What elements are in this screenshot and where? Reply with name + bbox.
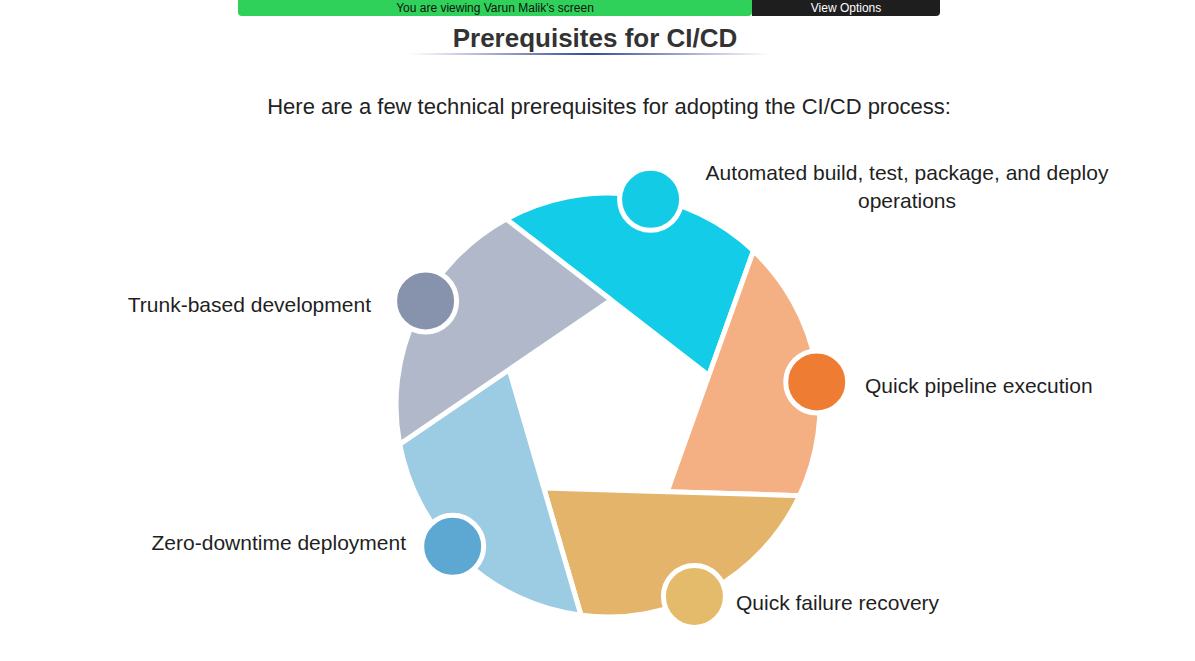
slide-title: Prerequisites for CI/CD — [453, 23, 738, 53]
options-button — [752, 0, 940, 16]
share-banner-text: You are viewing Varun Malik's screen — [396, 1, 594, 15]
options-button-text: View Options — [811, 1, 881, 15]
slide-subtitle: Here are a few technical prerequisites f… — [267, 94, 951, 120]
ring-dot — [786, 351, 848, 413]
prerequisite-item: Automated build, test, package, and depl… — [700, 159, 1115, 215]
prerequisite-label: Quick failure recovery — [736, 589, 939, 617]
ring-dot — [395, 270, 457, 332]
prerequisite-label: Automated build, test, package, and depl… — [700, 159, 1115, 215]
prerequisite-label: Trunk-based development — [128, 291, 371, 319]
title-underline — [410, 53, 770, 55]
prerequisite-item: Quick failure recovery — [736, 589, 939, 617]
share-banner — [238, 0, 752, 16]
prerequisite-item: Trunk-based development — [128, 291, 371, 319]
ring-dot — [422, 515, 484, 577]
ring — [395, 168, 848, 627]
prerequisite-label: Zero-downtime deployment — [152, 529, 406, 557]
ring-dot — [663, 565, 725, 627]
prerequisite-item: Quick pipeline execution — [865, 372, 1093, 400]
ring-dot — [620, 168, 682, 230]
prerequisite-item: Zero-downtime deployment — [152, 529, 406, 557]
prerequisite-label: Quick pipeline execution — [865, 372, 1093, 400]
